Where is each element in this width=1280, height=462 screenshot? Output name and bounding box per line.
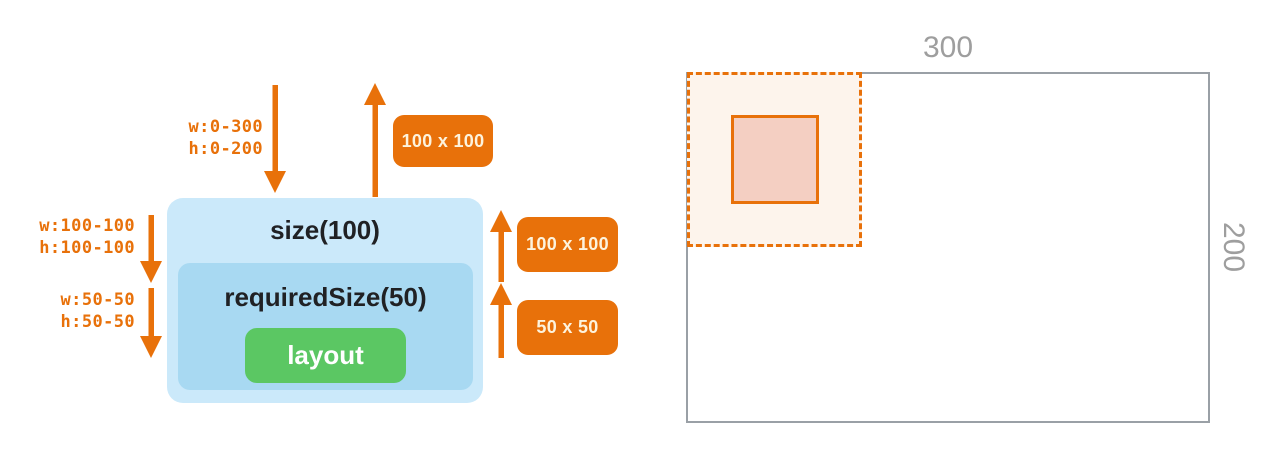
placed-layout-square <box>731 115 819 204</box>
layout-node-label: layout <box>287 340 364 370</box>
required-size-modifier-label: requiredSize(50) <box>224 281 427 312</box>
required-size-constraints-down-arrow <box>140 288 162 358</box>
incoming-constraints-height: h:0-200 <box>188 138 263 159</box>
required-size-constraints-height: h:50-50 <box>60 311 135 332</box>
size-constraints-width: w:100-100 <box>39 216 135 236</box>
result-size-badge-top: 100 x 100 <box>393 115 493 167</box>
size-constraints-down-arrow <box>140 215 162 283</box>
layout-node: layout <box>245 328 406 383</box>
required-size-constraints-label: w:50-50 h:50-50 <box>10 290 135 333</box>
required-size-constraints-width: w:50-50 <box>60 290 135 310</box>
incoming-constraints-label: w:0-300 h:0-200 <box>120 117 263 160</box>
result-size-badge-middle-label: 100 x 100 <box>526 234 609 254</box>
size-constraints-label: w:100-100 h:100-100 <box>10 216 135 259</box>
size-modifier-label: size(100) <box>270 214 380 245</box>
resulting-size-up-arrow <box>364 83 386 197</box>
parent-height-label-text: 200 <box>1217 222 1250 273</box>
parent-height-label: 200 <box>1216 197 1250 298</box>
incoming-constraints-width: w:0-300 <box>188 117 263 137</box>
result-size-badge-bottom: 50 x 50 <box>517 300 618 355</box>
size-constraints-height: h:100-100 <box>39 237 135 258</box>
result-size-badge-top-label: 100 x 100 <box>401 130 485 151</box>
required-size-result-up-arrow <box>490 283 512 358</box>
incoming-constraints-down-arrow <box>264 85 286 193</box>
result-size-badge-bottom-label: 50 x 50 <box>536 317 599 337</box>
parent-width-label: 300 <box>922 31 974 64</box>
size-result-up-arrow <box>490 210 512 282</box>
result-size-badge-middle: 100 x 100 <box>517 217 618 272</box>
